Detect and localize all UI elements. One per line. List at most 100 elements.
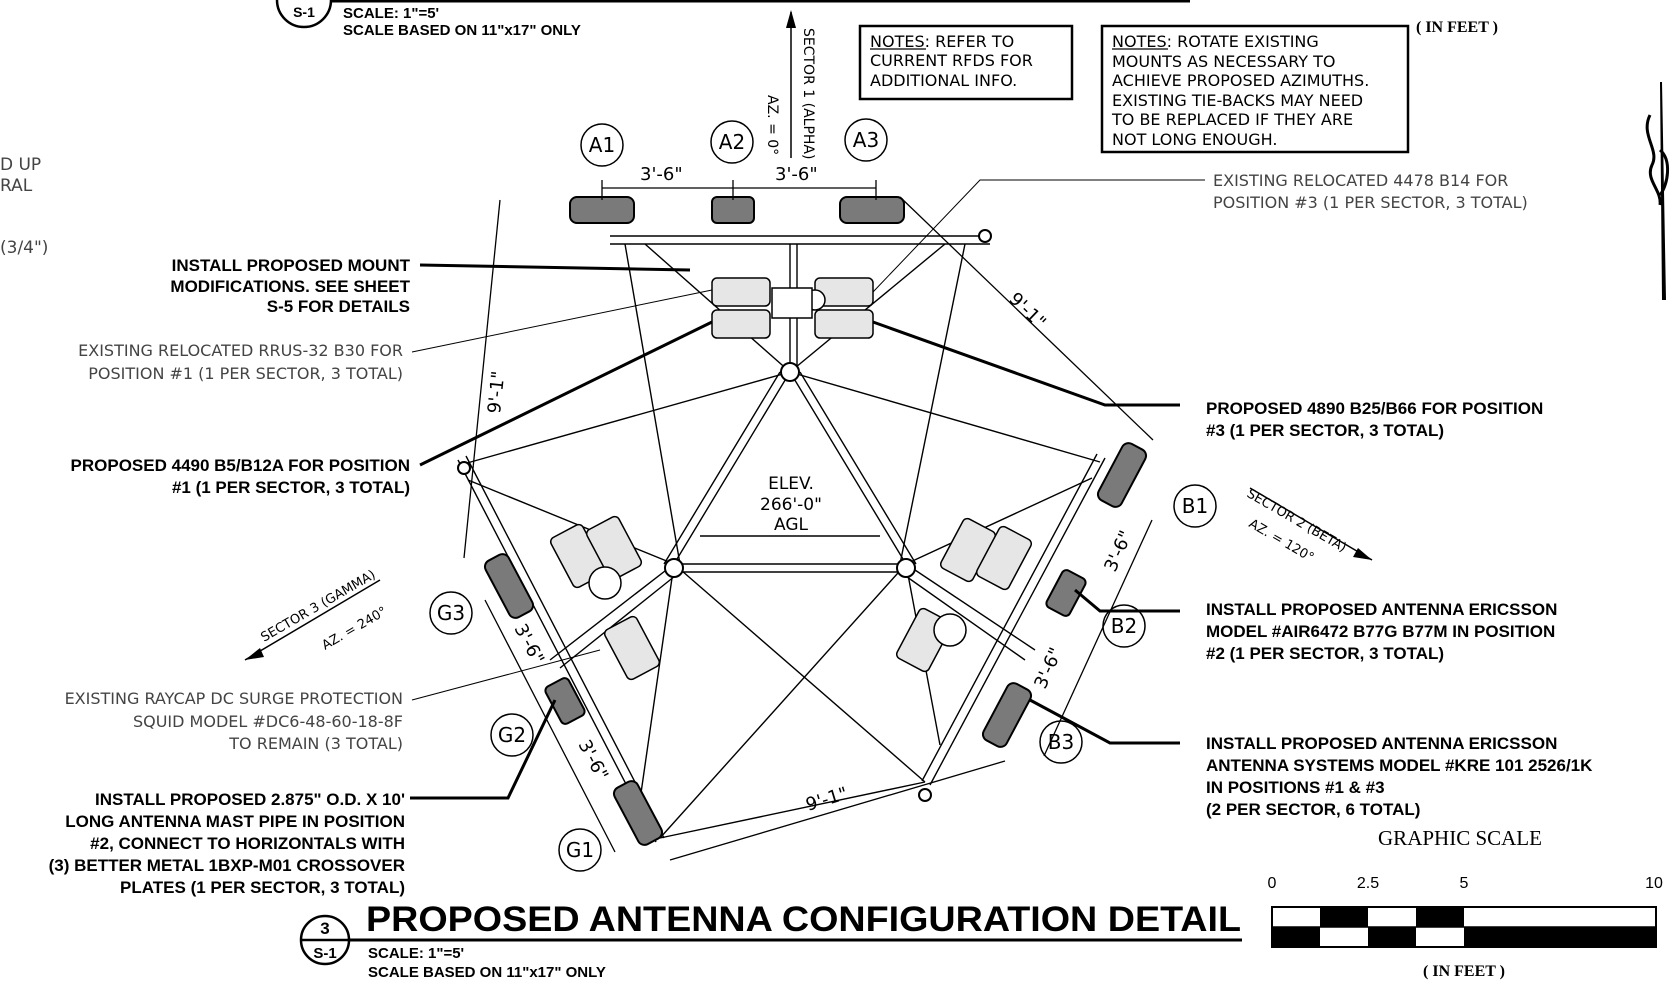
callout-mast-1: INSTALL PROPOSED 2.875" O.D. X 10'	[95, 790, 405, 809]
callouts-left: INSTALL PROPOSED MOUNT MODIFICATIONS. SE…	[49, 256, 411, 897]
note2-line4: EXISTING TIE-BACKS MAY NEED	[1112, 91, 1363, 110]
dim-b1-b2: 3'-6"	[1100, 528, 1137, 575]
callout-mast-5: PLATES (1 PER SECTOR, 3 TOTAL)	[120, 878, 405, 897]
callout-4890-1: PROPOSED 4890 B25/B66 FOR POSITION	[1206, 399, 1543, 418]
callout-air6472-3: #2 (1 PER SECTOR, 3 TOTAL)	[1206, 644, 1444, 663]
sector-alpha-azimuth: AZ. = 0°	[764, 95, 780, 155]
title-scale-basis: SCALE BASED ON 11"x17" ONLY	[368, 964, 606, 981]
north-arrow-fragment	[1645, 82, 1669, 300]
title-scale: SCALE: 1"=5'	[368, 945, 464, 962]
scale-tick-2-5: 2.5	[1357, 875, 1379, 892]
sector-alpha-name: SECTOR 1 (ALPHA)	[800, 28, 816, 159]
beta-radios	[895, 517, 1033, 673]
callout-mount-mods-1: INSTALL PROPOSED MOUNT	[172, 256, 411, 275]
dim-g2-g1: 3'-6"	[574, 736, 613, 784]
antenna-a3	[839, 196, 905, 224]
position-b1: B1	[1182, 494, 1208, 518]
title-detail-number: 3	[320, 919, 329, 938]
callout-mast-4: (3) BETTER METAL 1BXP-M01 CROSSOVER	[49, 856, 405, 875]
position-g1: G1	[566, 838, 594, 862]
dim-beta-gamma: 9'-1"	[803, 783, 850, 816]
left-fragments: D UP RAL (3/4")	[0, 155, 48, 258]
callout-air6472-2: MODEL #AIR6472 B77G B77M IN POSITION	[1206, 622, 1555, 641]
elevation-line2: 266'-0"	[760, 495, 822, 515]
top-scale: SCALE: 1"=5'	[343, 5, 439, 22]
dim-b2-b3: 3'-6"	[1030, 645, 1067, 692]
antenna-a2	[711, 196, 755, 224]
graphic-scale-unit: ( IN FEET )	[1423, 963, 1505, 980]
structure-hubs	[457, 229, 992, 802]
note1-line1: NOTES: REFER TO	[870, 32, 1014, 51]
note2-line3: ACHIEVE PROPOSED AZIMUTHS.	[1112, 71, 1369, 90]
scale-tick-0: 0	[1268, 875, 1277, 892]
sector-alpha-indicator: SECTOR 1 (ALPHA) AZ. = 0°	[764, 10, 816, 159]
antenna-b1	[1096, 442, 1148, 508]
position-labels: A1 A2 A3 B1 B2 B3 G1 G2 G3	[429, 118, 1217, 872]
callout-4478-2: POSITION #3 (1 PER SECTOR, 3 TOTAL)	[1213, 193, 1528, 212]
callout-4490-1: PROPOSED 4490 B5/B12A FOR POSITION	[71, 456, 410, 475]
position-a1: A1	[589, 133, 615, 157]
callout-rrus32-2: POSITION #1 (1 PER SECTOR, 3 TOTAL)	[88, 364, 403, 383]
left-fragment-2: RAL	[0, 176, 33, 196]
position-g2: G2	[498, 723, 526, 747]
note2-line1: NOTES: ROTATE EXISTING	[1112, 32, 1319, 51]
callout-rrus32-1: EXISTING RELOCATED RRUS-32 B30 FOR	[78, 341, 403, 360]
position-a3: A3	[853, 128, 879, 152]
antenna-g2	[544, 677, 586, 725]
callout-raycap-3: TO REMAIN (3 TOTAL)	[228, 734, 403, 753]
callout-kre101-3: IN POSITIONS #1 & #3	[1206, 778, 1385, 797]
callout-4890-2: #3 (1 PER SECTOR, 3 TOTAL)	[1206, 421, 1444, 440]
callout-air6472-1: INSTALL PROPOSED ANTENNA ERICSSON	[1206, 600, 1557, 619]
position-g3: G3	[437, 601, 465, 625]
elevation-label: ELEV. 266'-0" AGL	[760, 474, 822, 535]
callout-mount-mods-2: MODIFICATIONS. SEE SHEET	[170, 277, 410, 296]
dim-g3-g2: 3'-6"	[510, 620, 549, 668]
callout-4490-2: #1 (1 PER SECTOR, 3 TOTAL)	[172, 478, 410, 497]
position-a2: A2	[719, 130, 745, 154]
callout-kre101-1: INSTALL PROPOSED ANTENNA ERICSSON	[1206, 734, 1557, 753]
antenna-g1	[612, 780, 664, 846]
note-box-2: NOTES: ROTATE EXISTING MOUNTS AS NECESSA…	[1100, 24, 1410, 154]
dim-a1-a2: 3'-6"	[640, 164, 683, 185]
antenna-g3	[483, 553, 535, 619]
graphic-scale: GRAPHIC SCALE 0 2.5 5 10 ( IN FEET )	[1268, 826, 1663, 980]
callout-kre101-2: ANTENNA SYSTEMS MODEL #KRE 101 2526/1K	[1206, 756, 1593, 775]
antenna-b3	[981, 682, 1033, 748]
note2-line6: NOT LONG ENOUGH.	[1112, 130, 1277, 149]
antenna-a1	[569, 196, 635, 224]
callouts-right: EXISTING RELOCATED 4478 B14 FOR POSITION…	[1206, 171, 1593, 819]
title-block: 3 S-1 PROPOSED ANTENNA CONFIGURATION DET…	[299, 900, 1242, 981]
position-b2: B2	[1111, 614, 1137, 638]
callout-raycap-2: SQUID MODEL #DC6-48-60-18-8F	[133, 712, 403, 731]
note2-line5: TO BE REPLACED IF THEY ARE	[1111, 110, 1353, 129]
sector-gamma-indicator: SECTOR 3 (GAMMA) AZ. = 240°	[244, 568, 390, 661]
callout-mast-2: LONG ANTENNA MAST PIPE IN POSITION	[65, 812, 405, 831]
mount-structure	[457, 235, 1106, 843]
graphic-scale-title: GRAPHIC SCALE	[1378, 826, 1542, 850]
gamma-radios	[549, 515, 661, 681]
callout-raycap-1: EXISTING RAYCAP DC SURGE PROTECTION	[65, 689, 403, 708]
sector-beta-indicator: SECTOR 2 (BETA) AZ. = 120°	[1244, 486, 1373, 566]
top-scale-basis: SCALE BASED ON 11"x17" ONLY	[343, 22, 581, 39]
elevation-line1: ELEV.	[768, 474, 814, 494]
note-box-1: NOTES: REFER TO CURRENT RFDS FOR ADDITIO…	[858, 24, 1074, 101]
callout-mast-3: #2, CONNECT TO HORIZONTALS WITH	[90, 834, 405, 853]
dim-alpha-gamma: 9'-1"	[484, 370, 509, 415]
dim-a2-a3: 3'-6"	[775, 164, 818, 185]
top-header: S-1 SCALE: 1"=5' SCALE BASED ON 11"x17" …	[275, 0, 1498, 39]
callout-kre101-4: (2 PER SECTOR, 6 TOTAL)	[1206, 800, 1420, 819]
callout-mount-mods-3: S-5 FOR DETAILS	[267, 297, 410, 316]
left-fragment-3: (3/4")	[0, 238, 48, 258]
scale-tick-5: 5	[1460, 875, 1469, 892]
note2-line2: MOUNTS AS NECESSARY TO	[1112, 52, 1336, 71]
title-text: PROPOSED ANTENNA CONFIGURATION DETAIL	[366, 900, 1241, 939]
title-sheet: S-1	[313, 945, 336, 962]
note1-line2: CURRENT RFDS FOR	[870, 51, 1033, 70]
position-b3: B3	[1048, 730, 1074, 754]
callout-leaders	[410, 179, 1205, 800]
callout-4478-1: EXISTING RELOCATED 4478 B14 FOR	[1213, 171, 1508, 190]
left-fragment-1: D UP	[0, 155, 41, 175]
sector-gamma-azimuth: AZ. = 240°	[320, 604, 390, 653]
scale-tick-10: 10	[1645, 875, 1663, 892]
